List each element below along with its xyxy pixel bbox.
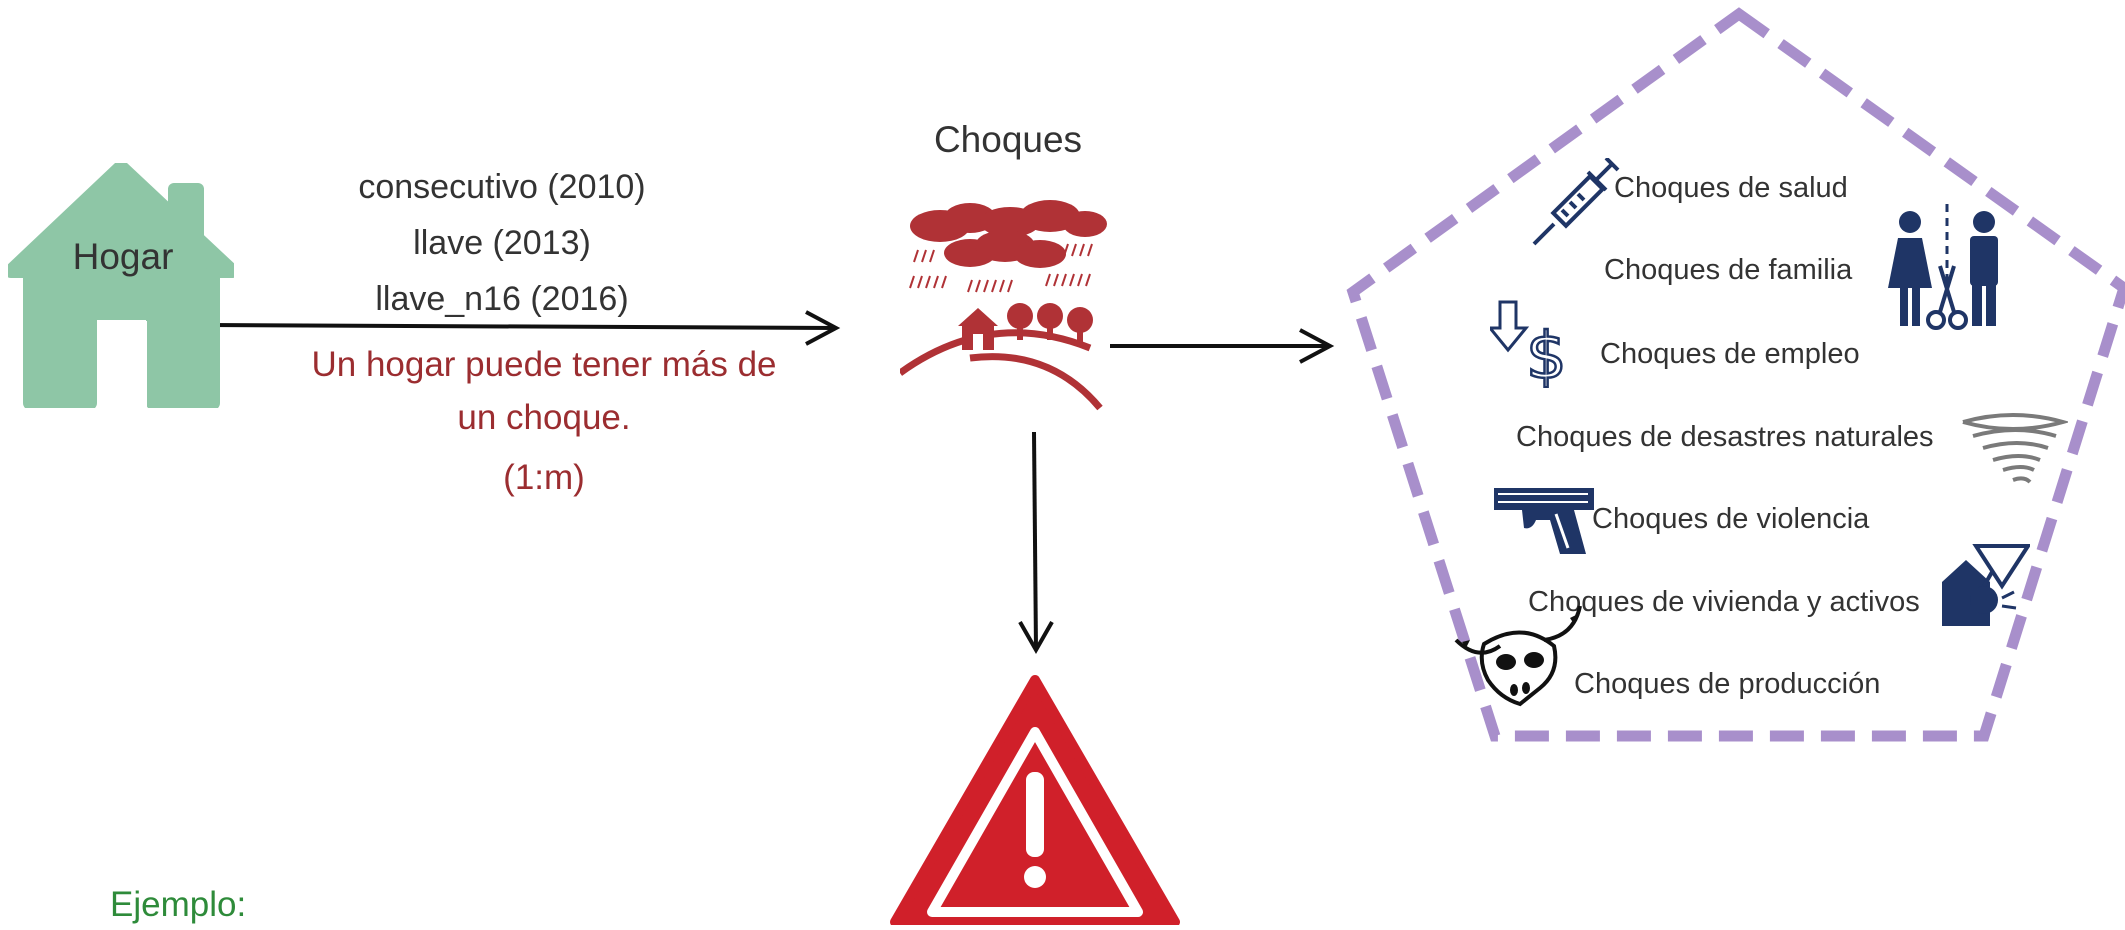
- syringe-icon: [1530, 156, 1620, 248]
- money-down-icon: $: [1486, 298, 1570, 395]
- shock-type-housing-assets: Choques de vivienda y activos: [1528, 586, 1920, 618]
- warning-triangle-icon: [890, 672, 1180, 927]
- svg-text:$: $: [1526, 320, 1567, 388]
- shock-type-family: Choques de familia: [1604, 254, 1853, 286]
- shock-type-employment: Choques de empleo: [1600, 338, 1860, 370]
- key-2010: consecutivo (2010): [358, 168, 646, 206]
- house-icon: [4, 160, 239, 411]
- shock-type-health: Choques de salud: [1614, 172, 1848, 204]
- house-damage-icon: [1940, 542, 2032, 628]
- shock-type-production: Choques de producción: [1574, 668, 1881, 700]
- example-label: Ejemplo:: [110, 885, 247, 924]
- relationship-note-line1: Un hogar puede tener más de: [311, 345, 777, 384]
- storm-landscape-icon: [897, 198, 1110, 413]
- arrow-shocks-to-types: [1110, 328, 1335, 364]
- key-2016: llave_n16 (2016): [375, 280, 629, 318]
- arrow-household-to-shocks: [207, 310, 841, 346]
- shock-types-pentagon: [1346, 7, 2125, 742]
- household-label: Hogar: [72, 236, 174, 277]
- shock-type-violence: Choques de violencia: [1592, 503, 1870, 535]
- cattle-skull-icon: [1448, 600, 1590, 708]
- shock-type-natural-disasters: Choques de desastres naturales: [1516, 421, 1934, 453]
- separated-couple-icon: [1884, 200, 2010, 330]
- key-2013: llave (2013): [413, 224, 591, 262]
- arrow-shocks-to-warning: [1018, 431, 1054, 655]
- shocks-title: Choques: [933, 119, 1083, 160]
- pistol-icon: [1488, 484, 1600, 558]
- relationship-note-cardinality: (1:m): [503, 458, 585, 497]
- tornado-icon: [1958, 410, 2071, 490]
- relationship-note-line2: un choque.: [457, 398, 631, 437]
